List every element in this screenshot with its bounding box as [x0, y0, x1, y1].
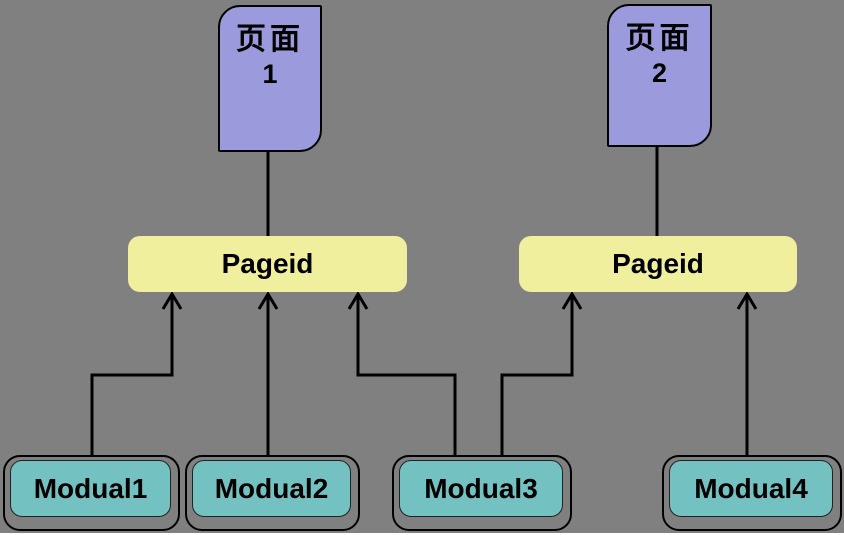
modual-2-label: Modual2: [214, 472, 329, 504]
page-1-label: 页面: [236, 22, 304, 57]
arrowhead-modual1-pageid1: [161, 291, 183, 310]
node-modual-3: Modual3: [392, 455, 572, 531]
edge-modual1-pageid1: [90, 296, 174, 456]
node-modual-1: Modual1: [3, 455, 180, 531]
page-2-number: 2: [651, 58, 668, 88]
bottom-white-edge: [0, 533, 844, 535]
modual-1-label: Modual1: [33, 472, 148, 504]
pageid-1-label: Pageid: [221, 248, 314, 279]
node-modual-2: Modual2: [185, 455, 360, 531]
edge-modual3-pageid2: [500, 296, 574, 456]
modual-2-box: Modual2: [192, 460, 351, 517]
arrowhead-modual3-pageid2: [561, 291, 583, 310]
page-2-label: 页面: [625, 21, 694, 56]
modual-1-box: Modual1: [10, 460, 171, 517]
node-pageid-2: Pageid: [519, 236, 797, 292]
node-pageid-1: Pageid: [128, 236, 407, 292]
arrowhead-modual4-pageid2: [736, 291, 758, 310]
pageid-2-label: Pageid: [612, 248, 704, 279]
modual-4-box: Modual4: [669, 460, 833, 517]
edge-modual3-pageid1: [356, 296, 457, 456]
node-page-1: 页面 1: [218, 5, 322, 152]
modual-3-box: Modual3: [399, 460, 563, 517]
node-modual-4: Modual4: [662, 455, 842, 531]
modual-4-label: Modual4: [694, 472, 808, 504]
arrowhead-modual3-pageid1: [347, 291, 369, 310]
arrowhead-modual2-pageid1: [257, 291, 279, 310]
page-1-number: 1: [262, 59, 278, 89]
node-page-2: 页面 2: [607, 4, 712, 147]
modual-3-label: Modual3: [424, 472, 538, 504]
